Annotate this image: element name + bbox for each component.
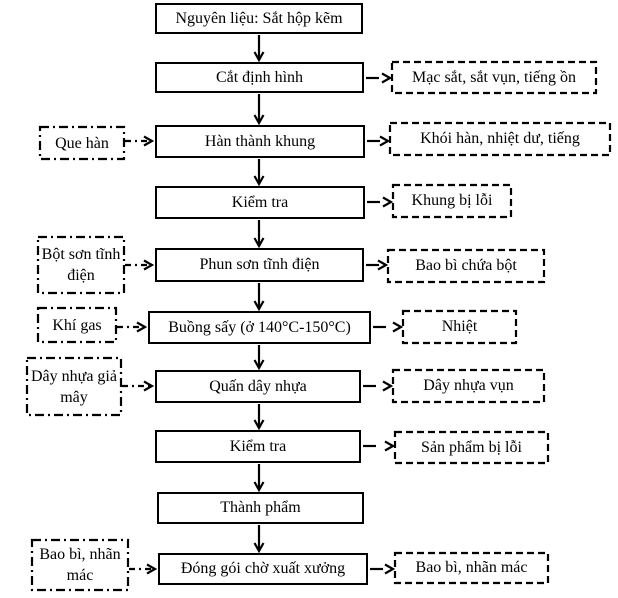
input-box-bao-bi: Bao bì, nhãn mác: [39, 546, 121, 584]
output-box-san-pham-bi-loi: Sản phẩm bị lỗi: [421, 438, 522, 456]
output-box-border-mac-sat: [390, 60, 598, 95]
process-box-han-thanh-khung: Hàn thành khung: [155, 125, 365, 158]
process-box-kiem-tra-1: Kiểm tra: [155, 186, 365, 219]
output-box-border-day-nhua-vun: [391, 368, 546, 404]
output-box-border-san-pham-bi-loi: [393, 430, 550, 465]
output-box-border-khoi-han: [388, 121, 612, 157]
process-box-cat-dinh-hinh: Cắt định hình: [155, 62, 364, 93]
process-box-buong-say: Buồng sấy (ở 140°C-150°C): [148, 311, 371, 344]
output-box-nhiet: Nhiệt: [441, 318, 478, 335]
output-box-border-khung-bi-loi: [391, 183, 513, 219]
input-box-khi-gas: Khí gas: [52, 316, 102, 334]
input-box-que-han: Que hàn: [55, 134, 109, 152]
input-box-border-bot-son: [36, 235, 126, 295]
input-box-border-bao-bi: [30, 538, 130, 592]
output-box-border-nhiet: [401, 309, 518, 345]
input-box-border-day-nhua: [25, 356, 123, 417]
process-box-phun-son: Phun sơn tĩnh điện: [155, 248, 364, 282]
input-box-border-khi-gas: [36, 306, 118, 344]
process-box-thanh-pham: Thành phẩm: [157, 492, 364, 524]
output-box-borders: [386, 60, 612, 585]
output-box-border-bao-bi-nhan-mac: [393, 551, 550, 585]
output-box-khung-bi-loi: Khung bị lỗi: [411, 192, 493, 209]
process-box-quan-day-nhua: Quấn dây nhựa: [155, 370, 361, 403]
input-box-border-que-han: [38, 125, 126, 161]
output-box-day-nhua-vun: Dây nhựa vụn: [423, 377, 514, 394]
output-box-border-bao-bi-chua-bot: [386, 248, 546, 284]
input-box-day-nhua: Dây nhựa giả mây: [31, 367, 117, 406]
process-box-kiem-tra-2: Kiểm tra: [155, 430, 361, 463]
output-box-khoi-han: Khói hàn, nhiệt dư, tiếng: [420, 130, 580, 147]
output-box-bao-bi-chua-bot: Bao bì chứa bột: [415, 257, 517, 274]
input-box-borders: [25, 125, 130, 592]
output-box-mac-sat: Mạc sắt, sắt vụn, tiếng ồn: [412, 68, 576, 86]
input-box-bot-son: Bột sơn tĩnh điện: [41, 246, 121, 284]
output-arrows: [363, 78, 401, 569]
process-box-nguyen-lieu: Nguyên liệu: Sắt hộp kẽm: [155, 3, 363, 34]
process-box-dong-goi: Đóng gói chờ xuất xưởng: [158, 553, 368, 585]
input-arrows: [117, 141, 155, 569]
output-box-bao-bi-nhan-mac: Bao bì, nhãn mác: [415, 559, 528, 576]
